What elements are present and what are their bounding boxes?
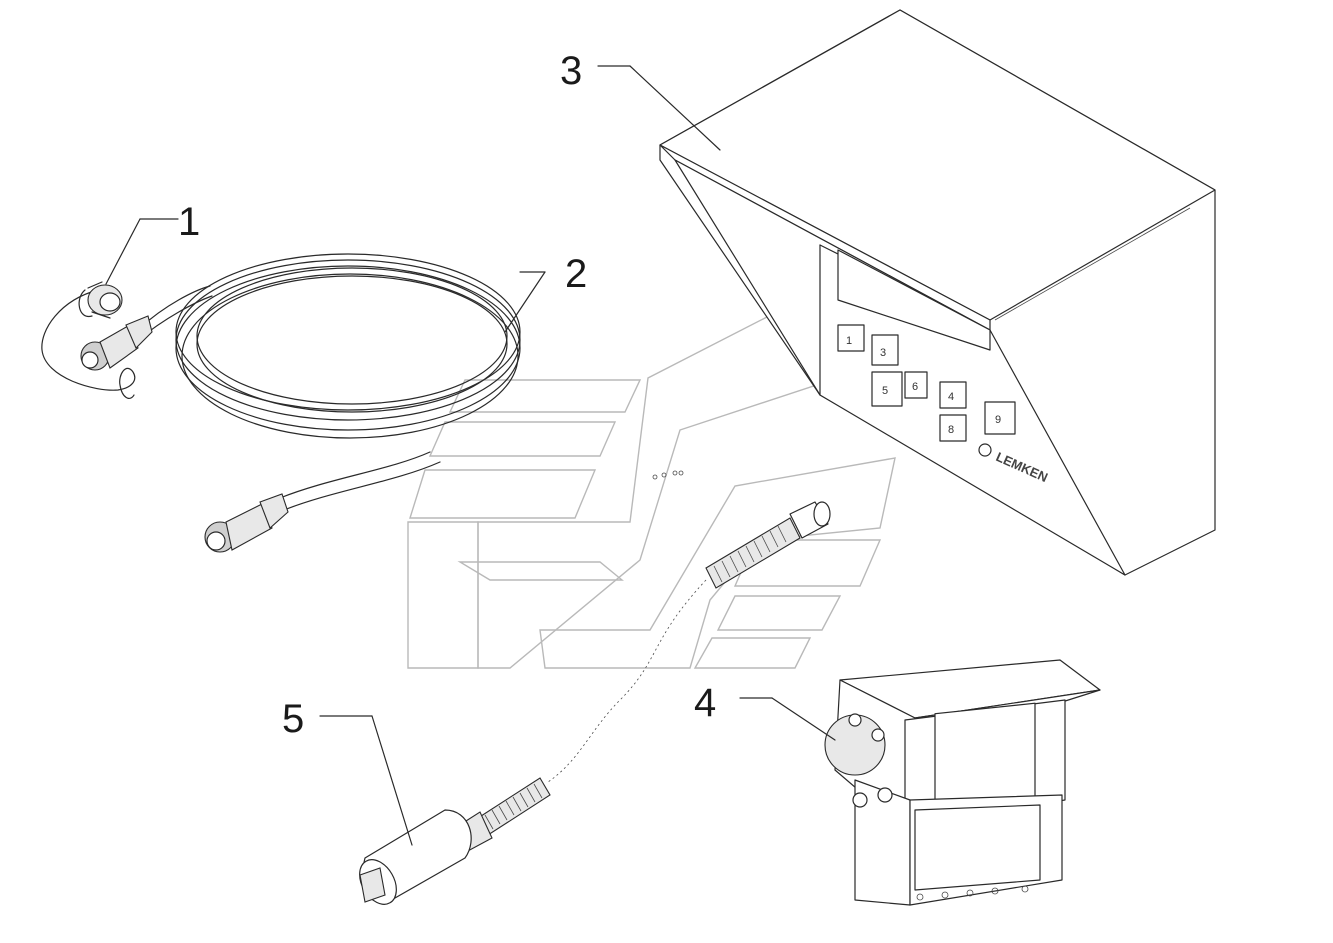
monitor-key-4: 4 [948,391,954,403]
monitor-key-5: 5 [882,385,888,397]
callout-5: 5 [282,697,304,741]
monitor-key-1: 1 [846,335,852,347]
part-4-camera [739,659,1101,906]
monitor-key-9: 9 [995,414,1001,426]
part-3-monitor: 1 3 5 6 4 8 9 LEMKEN [597,9,1216,576]
callout-4: 4 [694,681,716,725]
part-1-connector-cap [41,218,179,399]
part-5-connector-plug [319,715,551,905]
callout-1: 1 [178,200,200,244]
cable-strain-relief [705,501,831,589]
monitor-key-8: 8 [948,424,954,436]
callout-3: 3 [560,49,582,93]
callout-2: 2 [565,252,587,296]
part-2-coiled-cable [80,253,546,553]
monitor-key-3: 3 [880,347,886,359]
monitor-key-6: 6 [912,381,918,393]
